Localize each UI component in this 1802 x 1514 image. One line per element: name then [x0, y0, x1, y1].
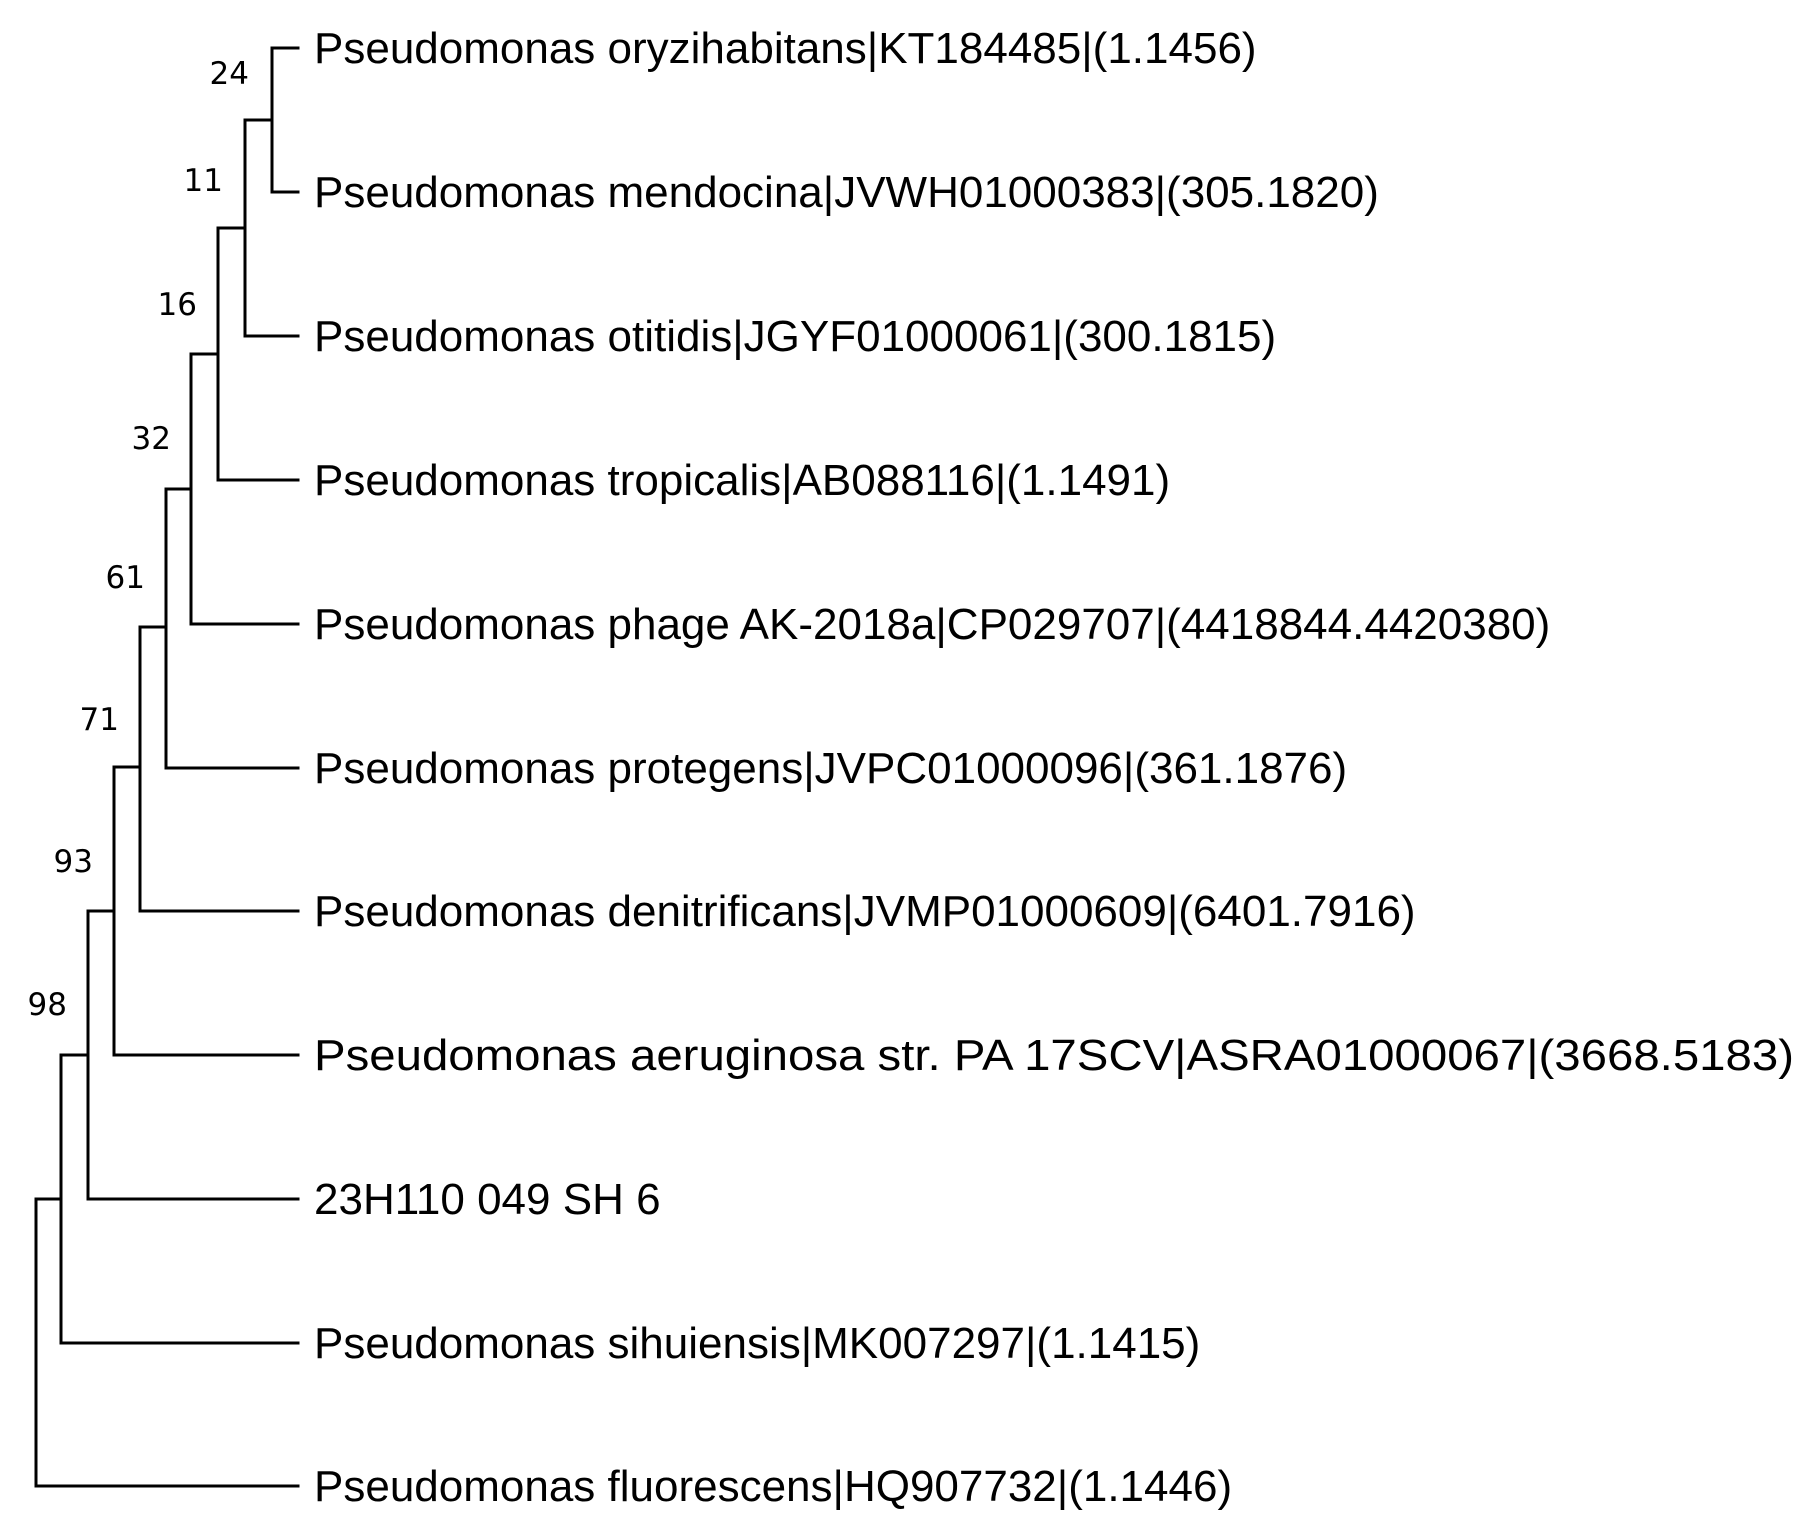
- clade-24: [270, 46, 300, 194]
- support-value-32: 32: [132, 421, 171, 457]
- clade-32: [189, 352, 300, 626]
- leaf-label: Pseudomonas sihuiensis|MK007297|(1.1415): [314, 1319, 1200, 1368]
- leaf-label: Pseudomonas aeruginosa str. PA 17SCV|ASR…: [314, 1031, 1794, 1080]
- support-value-71: 71: [80, 702, 119, 738]
- support-value-11: 11: [184, 163, 223, 199]
- leaf-labels: Pseudomonas oryzihabitans|KT184485|(1.14…: [314, 24, 1794, 1511]
- clade-16: [216, 226, 300, 482]
- root-clade: [34, 1197, 300, 1488]
- support-value-16: 16: [158, 287, 197, 323]
- leaf-label: Pseudomonas otitidis|JGYF01000061|(300.1…: [314, 312, 1276, 361]
- leaf-label: Pseudomonas mendocina|JVWH01000383|(305.…: [314, 168, 1379, 217]
- support-value-93: 93: [54, 844, 93, 880]
- leaf-label: Pseudomonas phage AK-2018a|CP029707|(441…: [314, 600, 1550, 649]
- support-value-24: 24: [210, 56, 249, 92]
- leaf-label: Pseudomonas denitrificans|JVMP01000609|(…: [314, 887, 1416, 936]
- leaf-label: Pseudomonas fluorescens|HQ907732|(1.1446…: [314, 1462, 1232, 1511]
- clade-61: [164, 487, 300, 770]
- leaf-label: Pseudomonas tropicalis|AB088116|(1.1491): [314, 456, 1170, 505]
- support-value-61: 61: [106, 560, 145, 596]
- support-value-98: 98: [28, 987, 67, 1023]
- support-values: 24 11 16 32 61 71 93 98: [28, 56, 249, 1023]
- leaf-label: Pseudomonas protegens|JVPC01000096|(361.…: [314, 744, 1347, 793]
- clade-71: [138, 625, 300, 913]
- leaf-label: 23H110 049 SH 6: [314, 1175, 661, 1224]
- leaf-label: Pseudomonas oryzihabitans|KT184485|(1.14…: [314, 24, 1257, 73]
